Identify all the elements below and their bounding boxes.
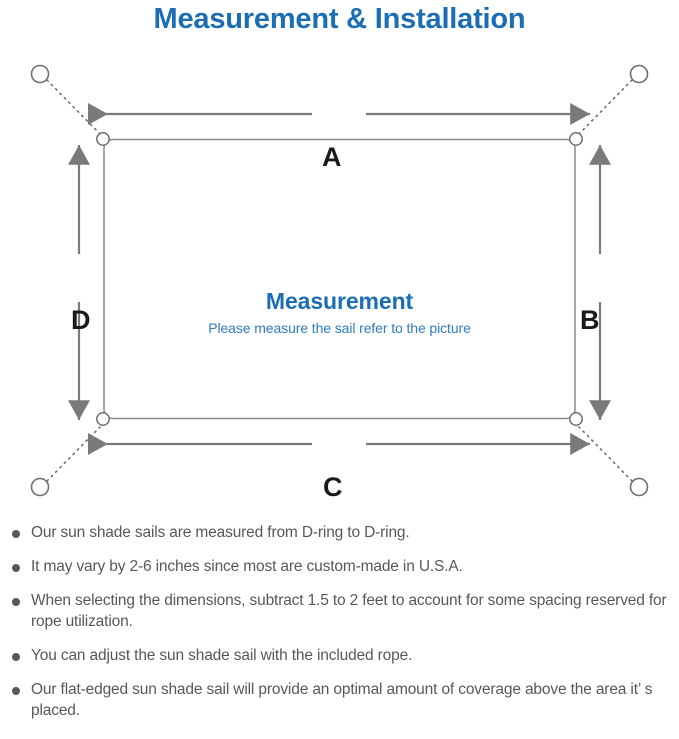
note-text: You can adjust the sun shade sail with t… xyxy=(31,647,413,664)
d-ring-icon-top-right xyxy=(569,132,583,146)
bullet-icon xyxy=(12,653,20,661)
dimension-label-a: A xyxy=(322,142,342,172)
diagram-svg xyxy=(30,64,649,497)
bullet-icon xyxy=(12,530,20,538)
anchor-ring-icon-bottom-right xyxy=(629,477,649,497)
dotted-rope-line-bottom-left xyxy=(46,426,101,482)
bullet-icon xyxy=(12,564,20,572)
dimension-label-d: D xyxy=(71,305,91,335)
notes-list: Our sun shade sails are measured from D-… xyxy=(0,522,679,734)
note-text: It may vary by 2-6 inches since most are… xyxy=(31,558,463,575)
list-item: Our flat-edged sun shade sail will provi… xyxy=(0,679,679,721)
anchor-ring-icon-top-right xyxy=(629,64,649,84)
note-text: Our flat-edged sun shade sail will provi… xyxy=(31,681,653,719)
list-item: When selecting the dimensions, subtract … xyxy=(0,590,679,632)
dimension-label-b: B xyxy=(580,305,600,335)
note-text: Our sun shade sails are measured from D-… xyxy=(31,524,410,541)
d-ring-icon-top-left xyxy=(96,132,110,146)
dimension-label-c: C xyxy=(323,472,343,502)
anchor-ring-icon-top-left xyxy=(30,64,50,84)
list-item: Our sun shade sails are measured from D-… xyxy=(0,522,679,543)
sail-measurement-diagram: Measurement Please measure the sail refe… xyxy=(0,46,679,516)
note-text: When selecting the dimensions, subtract … xyxy=(31,592,667,630)
d-ring-icon-bottom-right xyxy=(569,412,583,426)
dotted-rope-line-top-right xyxy=(578,79,633,135)
dotted-rope-line-bottom-right xyxy=(578,426,633,482)
anchor-ring-icon-bottom-left xyxy=(30,477,50,497)
d-ring-icon-bottom-left xyxy=(96,412,110,426)
list-item: It may vary by 2-6 inches since most are… xyxy=(0,556,679,577)
page-title: Measurement & Installation xyxy=(153,3,526,35)
list-item: You can adjust the sun shade sail with t… xyxy=(0,645,679,666)
shade-sail-rectangle xyxy=(103,138,576,420)
bullet-icon xyxy=(12,687,20,695)
bullet-icon xyxy=(12,598,20,606)
dotted-rope-line-top-left xyxy=(46,79,101,135)
